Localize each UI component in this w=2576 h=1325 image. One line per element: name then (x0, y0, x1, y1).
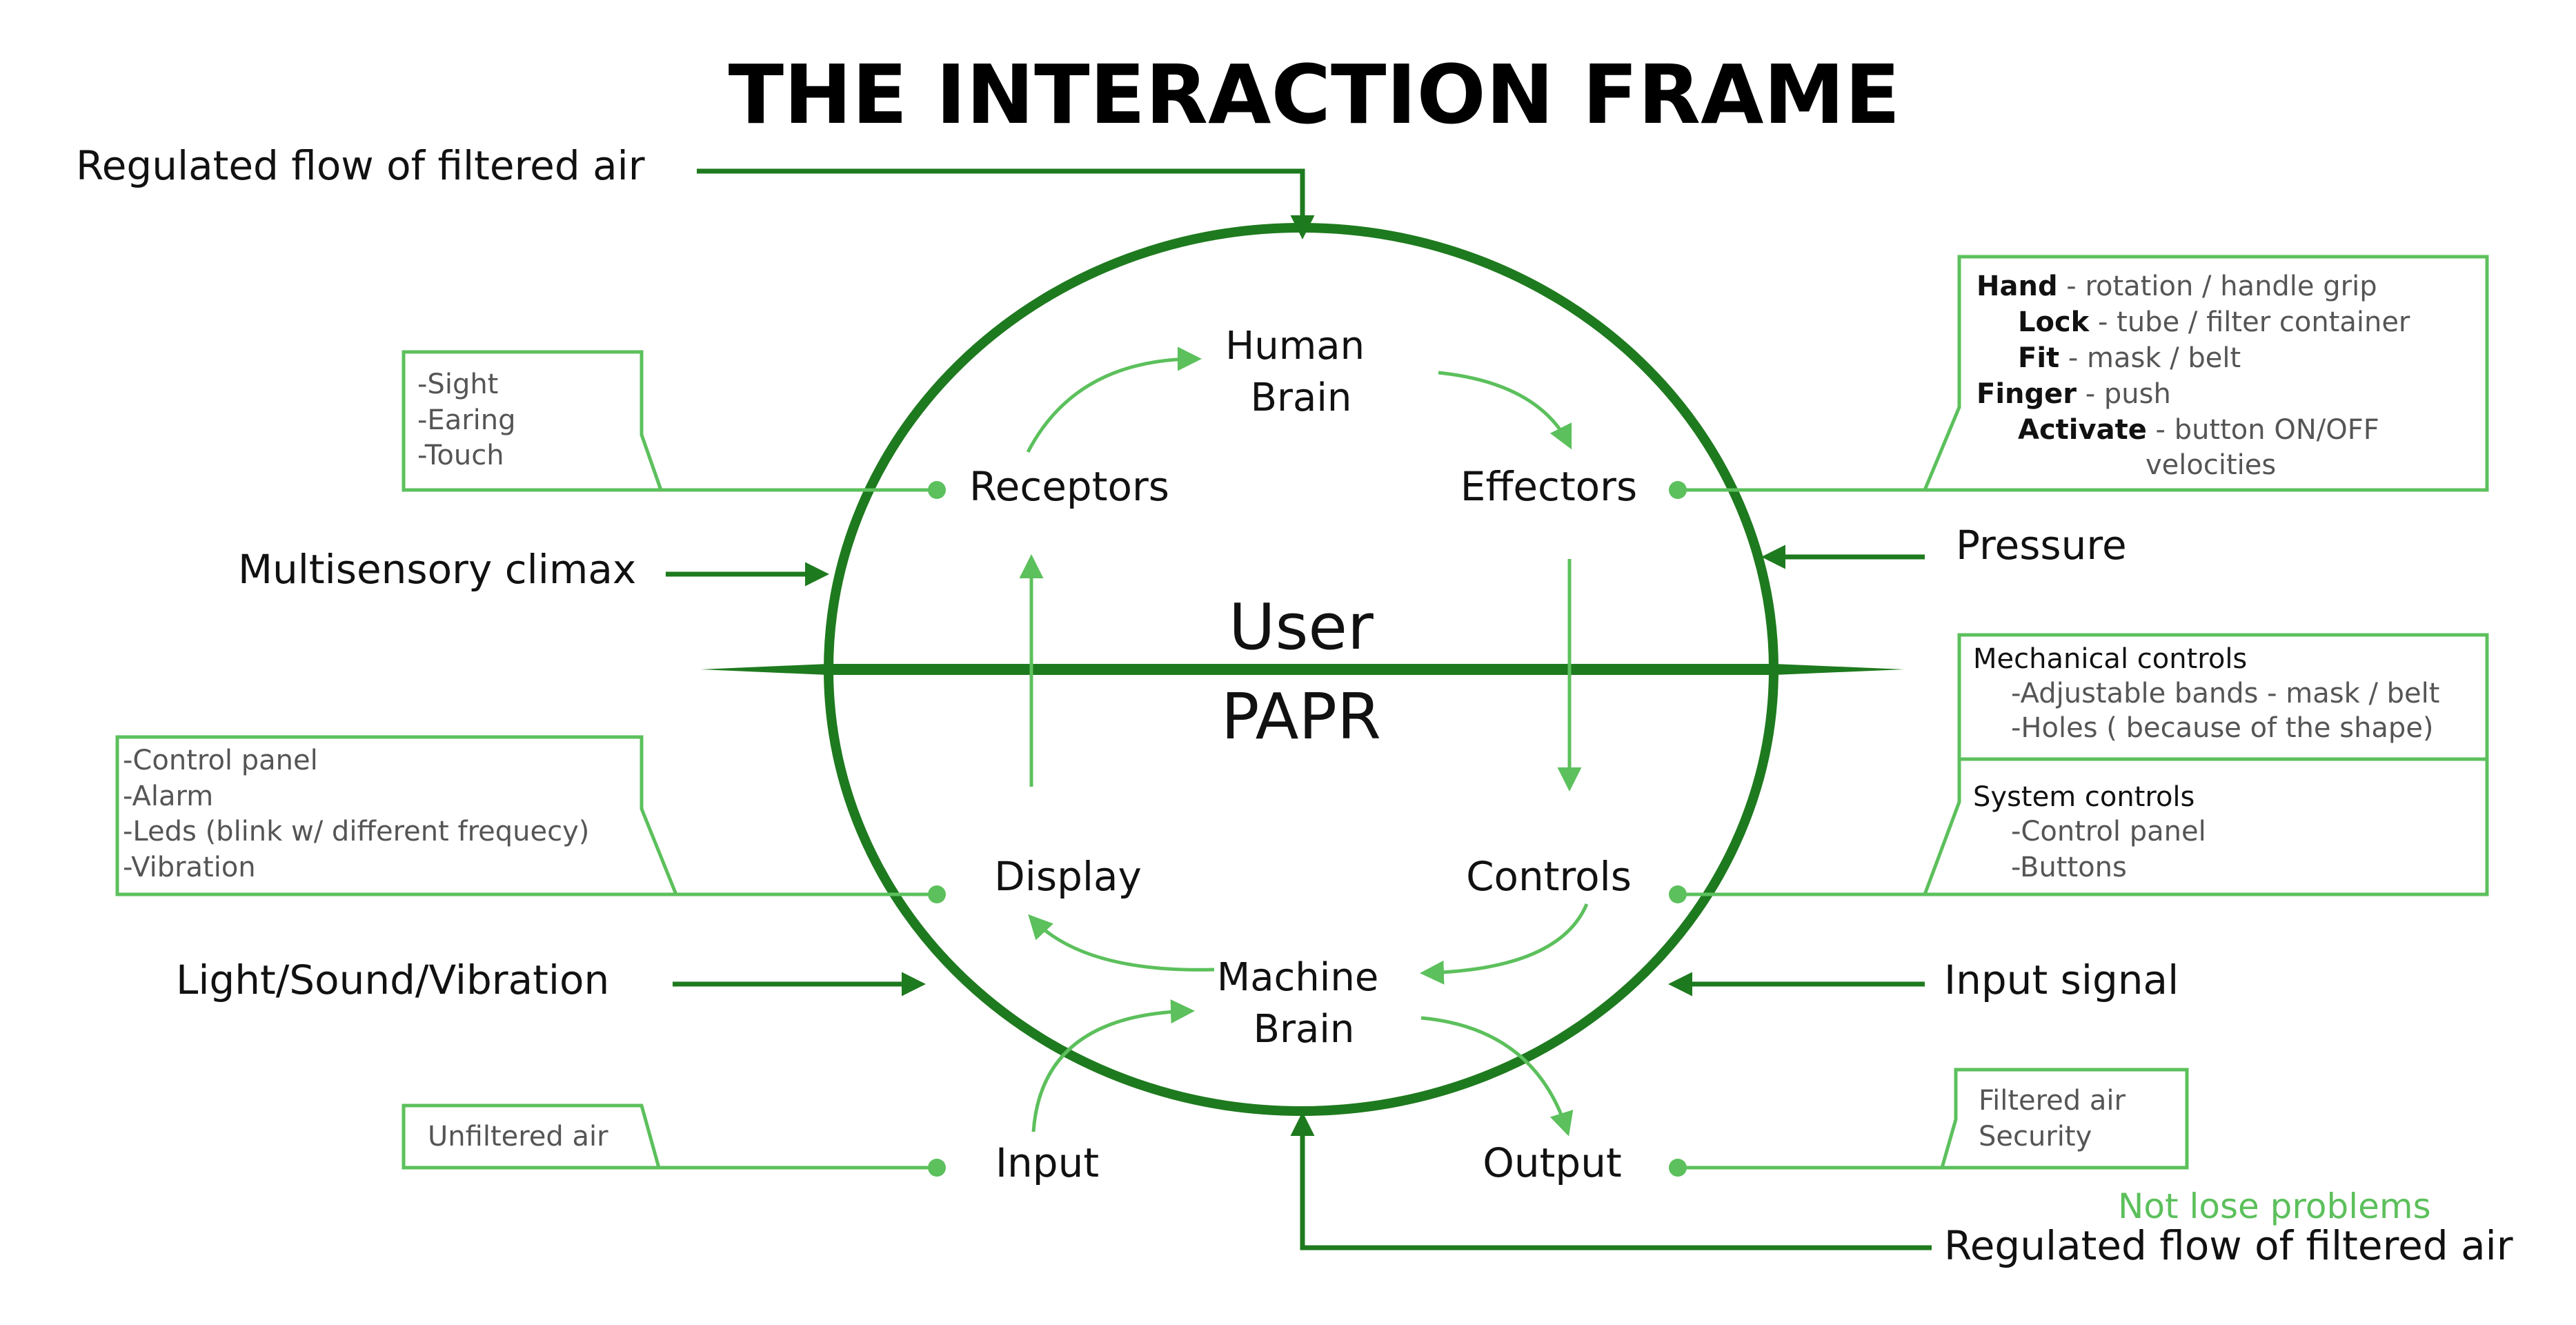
brain-to-effectors-arrow (1438, 371, 1572, 450)
effectors-item: Hand - rotation / handle grip (1976, 271, 2377, 302)
unfiltered-callout (402, 1103, 937, 1170)
connector-dots (928, 481, 1687, 1177)
effectors-item: Lock - tube / filter container (2018, 306, 2410, 338)
unfiltered-air-text: Unfiltered air (428, 1121, 608, 1152)
user-papr-divider (700, 664, 1904, 675)
user-label: User (1229, 590, 1374, 664)
not-lose-note: Not lose problems (2118, 1186, 2431, 1226)
mechanical-controls-list: -Adjustable bands - mask / belt -Holes (… (2011, 678, 2448, 744)
input-to-machine-arrow (1031, 999, 1195, 1132)
multisensory-label: Multisensory climax (238, 546, 636, 593)
system-controls-heading: System controls (1973, 781, 2194, 813)
effectors-item: Finger - push (1976, 378, 2171, 410)
effectors-item: Fit - mask / belt (2018, 342, 2241, 374)
papr-label: PAPR (1221, 680, 1381, 754)
external-arrows (666, 168, 1932, 1250)
output-callout (1678, 1068, 2189, 1170)
display-callout (115, 735, 937, 896)
callout-lines (115, 255, 2489, 1170)
senses-list: -Sight -Earing -Touch (417, 369, 524, 471)
human-brain-label: Human Brain (1225, 324, 1377, 420)
output-label: Output (1483, 1139, 1621, 1186)
machine-to-output-arrow (1420, 1016, 1574, 1137)
effectors-item: Activate - button ON/OFF (2018, 414, 2379, 446)
pressure-label: Pressure (1956, 522, 2127, 569)
controls-callout (1678, 633, 2489, 896)
display-list: -Control panel -Alarm -Leds (blink w/ di… (123, 745, 598, 883)
receptors-label: Receptors (969, 463, 1169, 510)
light-sound-label: Light/Sound/Vibration (176, 956, 609, 1003)
system-controls-list: -Control panel -Buttons (2011, 816, 2215, 883)
effectors-callout (1678, 255, 2489, 492)
controls-label: Controls (1466, 853, 1632, 900)
receptors-to-brain-arrow (1026, 346, 1202, 453)
senses-callout (402, 350, 937, 492)
machine-brain-label: Machine Brain (1217, 955, 1391, 1052)
top-air-arrow (697, 168, 1315, 239)
controls-to-machine-arrow (1420, 903, 1589, 985)
display-label: Display (994, 853, 1142, 900)
input-signal-label: Input signal (1944, 956, 2179, 1003)
effectors-label: Effectors (1460, 463, 1637, 510)
diagram-title: THE INTERACTION FRAME (729, 47, 1901, 142)
output-list: Filtered air Security (1979, 1085, 2134, 1152)
inner-cycle-arrows (1019, 346, 1589, 1137)
bottom-air-arrow (1290, 1112, 1932, 1250)
top-air-label: Regulated flow of filtered air (76, 142, 645, 189)
mechanical-controls-heading: Mechanical controls (1973, 643, 2247, 675)
effectors-item: velocities (2146, 449, 2276, 481)
input-label: Input (995, 1139, 1099, 1186)
bottom-air-label: Regulated flow of filtered air (1944, 1222, 2513, 1269)
machine-to-display-arrow (1028, 914, 1215, 972)
effectors-list: Hand - rotation / handle grip Lock - tub… (1976, 271, 2410, 481)
